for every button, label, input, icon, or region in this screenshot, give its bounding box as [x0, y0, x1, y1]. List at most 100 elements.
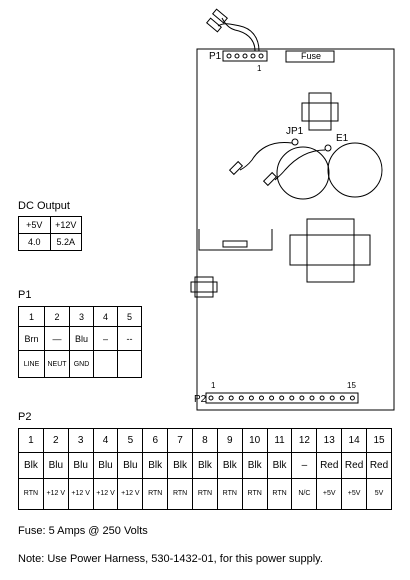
p2-pin-function-1: RTN: [18, 478, 44, 510]
p2-table-title: P2: [18, 411, 32, 423]
p2-wire-color-10: Blk: [241, 452, 268, 479]
p1-pin-number-2: 2: [44, 306, 70, 327]
p2-wire-color-4: Blu: [92, 452, 119, 479]
p2-pin-number-1: 1: [18, 428, 44, 453]
p1-wire-color-3: Blu: [69, 326, 94, 351]
p2-pin-number-8: 8: [192, 428, 218, 453]
dc-output-table: +5V +12V 4.0 5.2A: [18, 216, 82, 251]
fuse-rating-note: Fuse: 5 Amps @ 250 Volts: [18, 525, 148, 537]
p2-connector-pin: [309, 395, 315, 401]
p2-pin-number-14: 14: [341, 428, 368, 453]
p2-wire-color-9: Blk: [216, 452, 243, 479]
p2-pin-function-13: +5V: [316, 478, 343, 510]
p1-pin-function-2: NEUT: [44, 350, 70, 378]
p2-connector-pin: [208, 395, 214, 401]
p2-wire-color-7: Blk: [167, 452, 194, 479]
p2-wire-color-8: Blk: [192, 452, 218, 479]
dc-output-title: DC Output: [18, 200, 70, 212]
p2-pin-function-14: +5V: [341, 478, 368, 510]
p2-pin-function-3: +12 V: [67, 478, 94, 510]
e1-label: E1: [336, 133, 349, 144]
p2-connector-pin: [349, 395, 355, 401]
p2-wire-color-13: Red: [316, 452, 343, 479]
p2-pin-function-10: RTN: [241, 478, 268, 510]
heatsink-bracket: [198, 229, 273, 251]
p2-pin-function-15: 5V: [366, 478, 392, 510]
p2-pin-function-6: RTN: [142, 478, 169, 510]
p2-connector-pin: [269, 395, 275, 401]
p1-pin-number-1: 1: [18, 306, 45, 327]
p1-pin-function-4: [93, 350, 118, 378]
p1-pin-number-3: 3: [69, 306, 94, 327]
p1-wire-color-4: –: [93, 326, 118, 351]
dc-value-12v: 5.2A: [49, 233, 82, 251]
main-transformer: [289, 218, 371, 283]
p1-pin-number-4: 4: [93, 306, 118, 327]
jp1-jumper: [228, 138, 332, 187]
p1-wire-color-5: --: [117, 326, 142, 351]
p2-pin-number-9: 9: [216, 428, 243, 453]
p2-pin-function-8: RTN: [192, 478, 218, 510]
p2-connector-pin: [299, 395, 305, 401]
p2-wire-color-14: Red: [341, 452, 368, 479]
p2-connector-pin: [339, 395, 345, 401]
p2-connector-label: P2: [194, 394, 207, 405]
top-transformer: [301, 92, 339, 131]
p2-connector-pin: [289, 395, 295, 401]
p2-connector-pin: [228, 395, 234, 401]
p2-pin-number-11: 11: [266, 428, 293, 453]
p1-pin-1-label: 1: [257, 64, 262, 73]
dc-header-5v: +5V: [18, 216, 51, 234]
p2-pin-number-5: 5: [117, 428, 144, 453]
p2-wire-color-3: Blu: [67, 452, 94, 479]
p1-pin-function-5: [117, 350, 142, 378]
regulator-component: [190, 276, 218, 298]
p2-pin-number-13: 13: [316, 428, 343, 453]
p2-pin-function-12: N/C: [291, 478, 318, 510]
p2-pin-function-11: RTN: [266, 478, 293, 510]
p2-pin-number-7: 7: [167, 428, 194, 453]
p2-pin-number-10: 10: [241, 428, 268, 453]
p2-connector-pin: [259, 395, 264, 401]
p2-wire-color-6: Blk: [142, 452, 169, 479]
p2-wire-color-5: Blu: [117, 452, 144, 479]
p2-pin-number-2: 2: [42, 428, 69, 453]
p1-wire-leads: [206, 8, 260, 52]
p2-connector-pin: [319, 395, 325, 401]
capacitor-left: [276, 146, 330, 200]
p2-pin-first-label: 1: [211, 381, 216, 390]
capacitor-right: [327, 142, 383, 198]
p2-pin-function-2: +12 V: [42, 478, 69, 510]
jp1-label: JP1: [286, 126, 304, 137]
board-outline: [196, 48, 395, 411]
p2-wire-color-1: Blk: [18, 452, 44, 479]
p2-pin-number-6: 6: [142, 428, 169, 453]
dc-header-12v: +12V: [49, 216, 82, 234]
p1-wire-color-1: Brn: [18, 326, 45, 351]
p2-wire-color-15: Red: [366, 452, 392, 479]
p2-wire-color-11: Blk: [266, 452, 293, 479]
p2-pin-function-7: RTN: [167, 478, 194, 510]
p2-pin-number-15: 15: [366, 428, 392, 453]
p2-connector-pin: [218, 395, 224, 401]
power-supply-board-diagram: [190, 8, 395, 411]
p2-pin-number-12: 12: [291, 428, 318, 453]
dc-value-5v: 4.0: [18, 233, 51, 251]
p1-pin-function-1: LINE: [18, 350, 45, 378]
p2-connector-pin: [248, 395, 254, 401]
p1-connector-label: P1: [209, 51, 222, 62]
p2-pin-function-5: +12 V: [117, 478, 144, 510]
p1-pin-number-5: 5: [117, 306, 142, 327]
p2-wire-color-12: –: [291, 452, 318, 479]
p2-pin-number-3: 3: [67, 428, 94, 453]
p1-connector: [222, 50, 268, 62]
p2-wire-color-2: Blu: [42, 452, 69, 479]
p1-pin-function-3: GND: [69, 350, 94, 378]
p2-connector-pin: [329, 395, 335, 401]
p1-table-title: P1: [18, 289, 32, 301]
p1-wire-color-2: —: [44, 326, 70, 351]
fuse-holder: [285, 50, 335, 63]
p2-connector-pin: [238, 395, 244, 401]
